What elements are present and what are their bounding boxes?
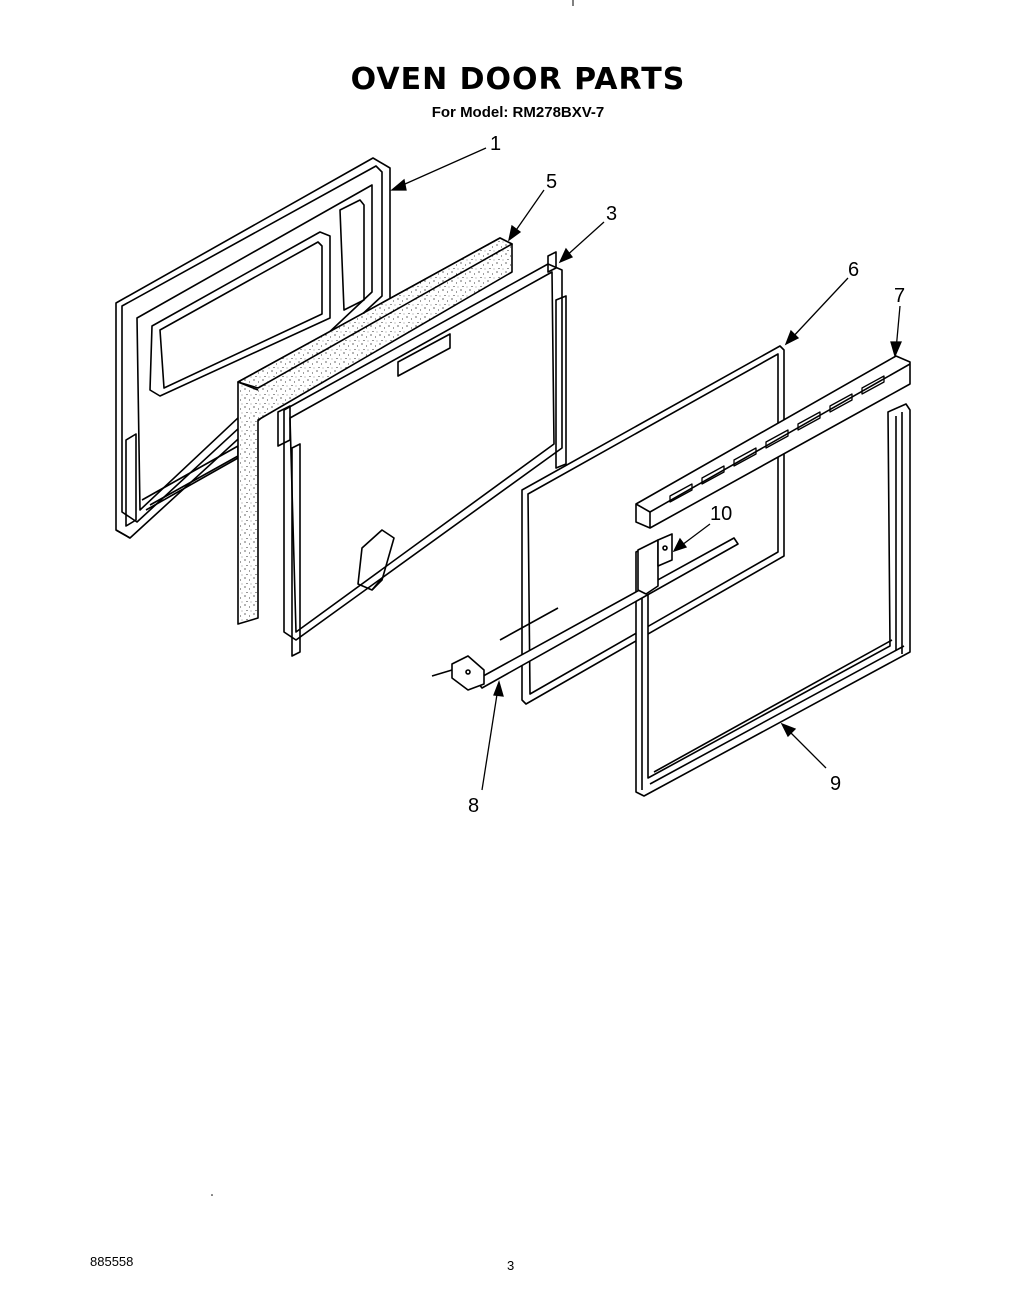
document-number: 885558: [90, 1254, 134, 1269]
callout-10: 10: [710, 503, 732, 525]
page-title: OVEN DOOR PARTS: [350, 62, 686, 97]
door-frame: [635, 403, 911, 797]
scan-dot: [211, 1194, 213, 1196]
hinge-bracket: [637, 533, 673, 595]
callout-3: 3: [606, 203, 617, 225]
callout-leader-lines: [390, 147, 902, 791]
hinge-rod: [431, 537, 739, 691]
callout-7: 7: [894, 285, 905, 307]
callout-8: 8: [468, 795, 479, 817]
callout-9: 9: [830, 773, 841, 795]
model-subtitle: For Model: RM278BXV-7: [431, 104, 605, 121]
vent-trim: [635, 355, 911, 529]
page-number: 3: [507, 1258, 515, 1273]
callout-6: 6: [848, 259, 859, 281]
callout-5: 5: [546, 171, 557, 193]
callout-1: 1: [490, 133, 501, 155]
inner-door-panel: [277, 251, 567, 657]
insulation-panel: [237, 237, 513, 625]
